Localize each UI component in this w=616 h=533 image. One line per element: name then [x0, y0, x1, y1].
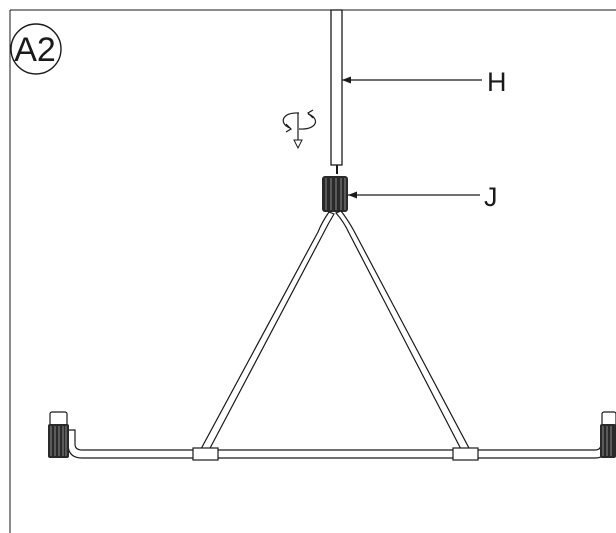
hanging-rod: [330, 9, 343, 174]
frame-crossbar: [67, 429, 609, 459]
frame-leg-left: [200, 211, 335, 453]
callout-h: H: [342, 67, 507, 97]
step-badge: A2: [10, 23, 62, 75]
crossbar-connector-right: [452, 447, 479, 461]
callout-j-label: J: [484, 182, 498, 212]
socket-left: [48, 411, 69, 458]
callout-h-label: H: [487, 67, 507, 97]
socket-right: [600, 411, 616, 458]
threaded-nut: [322, 176, 348, 212]
down-arrow-icon: [293, 139, 303, 150]
frame-leg-right: [334, 210, 471, 454]
rotate-arrow-icon: [282, 109, 317, 140]
callout-j: J: [348, 182, 498, 212]
crossbar-connector-left: [192, 447, 219, 461]
step-label: A2: [14, 31, 56, 69]
